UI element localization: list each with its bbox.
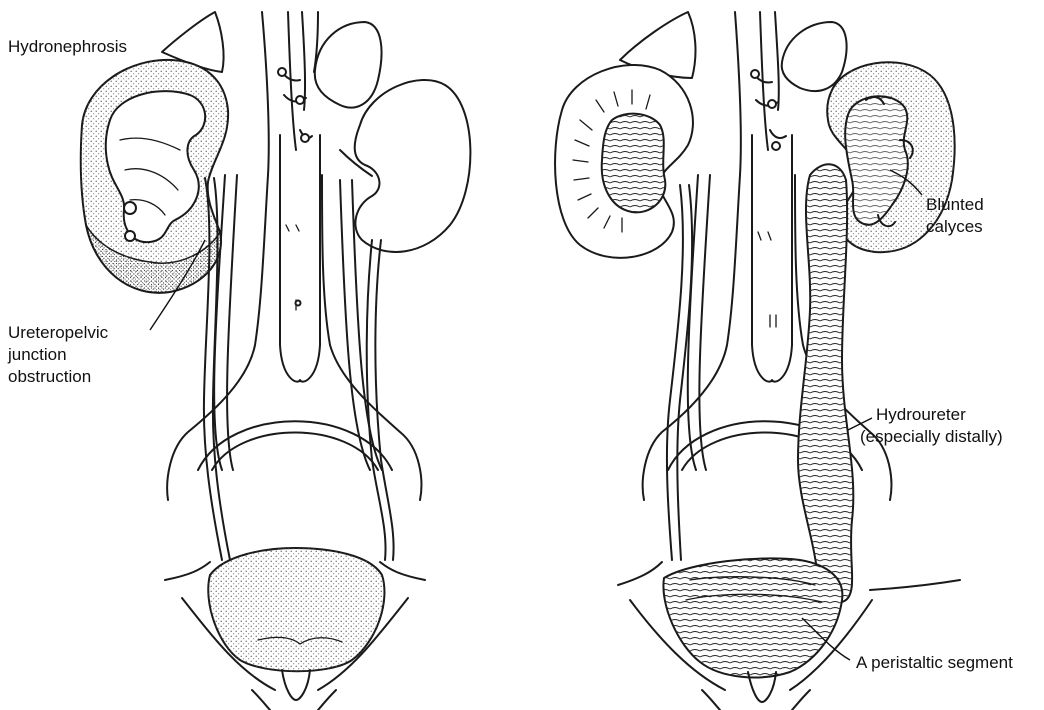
label-hydronephrosis: Hydronephrosis (8, 36, 127, 57)
label-ureteropelvic-line3: obstruction (8, 366, 91, 387)
label-hydroureter-line1: Hydroureter (876, 404, 966, 425)
label-blunted-line1: Blunted (926, 194, 984, 215)
label-peristaltic-segment: A peristaltic segment (856, 652, 1013, 673)
label-ureteropelvic-line2: junction (8, 344, 67, 365)
label-hydroureter-line2: (especially distally) (860, 426, 1003, 447)
right-figure (555, 12, 960, 710)
label-ureteropelvic-line1: Ureteropelvic (8, 322, 108, 343)
left-figure (81, 12, 471, 710)
label-blunted-line2: calyces (926, 216, 983, 237)
